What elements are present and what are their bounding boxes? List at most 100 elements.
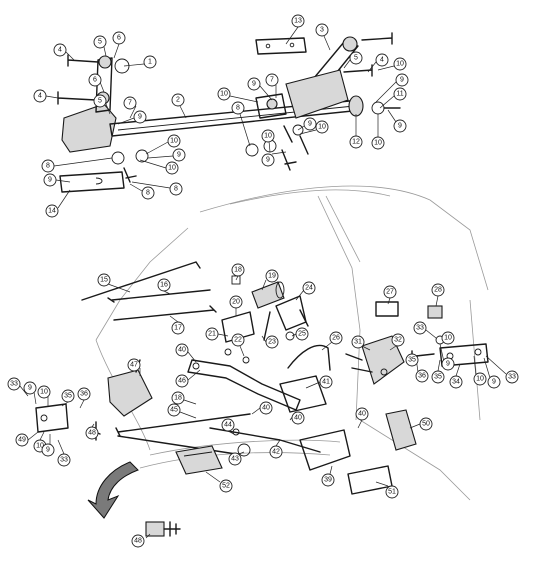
callout-circle <box>265 335 279 349</box>
lock-base-39 <box>299 429 351 471</box>
striker-bracket <box>439 343 489 367</box>
part-callout-1: 1 <box>143 55 157 69</box>
callout-circle <box>229 295 243 309</box>
leader-line-75 <box>27 431 39 441</box>
leader-line-63 <box>483 357 491 379</box>
part-callout-35: 35 <box>431 370 445 384</box>
lock-switch <box>375 301 399 317</box>
part-callout-33: 33 <box>57 453 71 467</box>
leader-line-81 <box>238 451 245 455</box>
callout-circle <box>383 285 397 299</box>
callout-circle <box>88 73 102 87</box>
leader-line-21 <box>297 125 305 131</box>
callout-label: 15 <box>100 277 108 284</box>
part-callout-20: 20 <box>229 295 243 309</box>
part-callout-21: 21 <box>205 327 219 341</box>
part-callout-3: 3 <box>315 23 329 37</box>
part-callout-31: 31 <box>351 335 365 349</box>
callout-label: 26 <box>332 335 340 342</box>
callout-label: 46 <box>178 378 186 385</box>
leader-line-88 <box>145 533 151 539</box>
part-callout-41: 41 <box>319 375 333 389</box>
part-callout-35: 35 <box>405 353 419 367</box>
callout-circle <box>219 479 233 493</box>
bracket-49 <box>35 403 69 433</box>
leader-line-0 <box>285 26 299 45</box>
part-callout-10: 10 <box>315 120 329 134</box>
callout-label: 9 <box>446 361 450 368</box>
callout-label: 10 <box>318 124 326 131</box>
release-cable <box>287 344 331 371</box>
part-callout-24: 24 <box>302 281 316 295</box>
part-callout-9: 9 <box>395 73 409 87</box>
leader-line-35 <box>129 183 143 192</box>
callout-circle <box>165 161 179 175</box>
part-callout-8: 8 <box>231 101 245 115</box>
part-callout-23: 23 <box>265 335 279 349</box>
callout-circle <box>419 417 433 431</box>
part-callout-34: 34 <box>449 375 463 389</box>
bracket-51 <box>347 465 393 495</box>
leader-line-45 <box>261 335 267 343</box>
leader-line-37 <box>261 279 267 291</box>
callout-circle <box>329 331 343 345</box>
leader-line-52 <box>389 345 397 351</box>
callout-circle <box>228 452 242 466</box>
part-callout-10: 10 <box>441 331 455 345</box>
callout-circle <box>57 453 71 467</box>
callout-label: 10 <box>396 61 404 68</box>
part-callout-14: 14 <box>45 204 59 218</box>
callout-label: 52 <box>222 483 230 490</box>
callout-circle <box>23 381 37 395</box>
callout-label: 10 <box>374 140 382 147</box>
leader-line-50 <box>425 329 437 339</box>
callout-label: 6 <box>117 35 121 42</box>
leader-line-2 <box>103 46 107 57</box>
part-callout-49: 49 <box>15 433 29 447</box>
callout-label: 5 <box>354 55 358 62</box>
callout-label: 11 <box>396 91 403 98</box>
leader-line-39 <box>107 283 131 293</box>
part-callout-4: 4 <box>375 53 389 67</box>
callout-label: 9 <box>308 121 312 128</box>
callout-circle <box>261 153 275 167</box>
callout-circle <box>167 134 181 148</box>
leader-line-18 <box>375 81 397 103</box>
callout-circle <box>349 51 363 65</box>
callout-circle <box>41 159 55 173</box>
callout-circle <box>231 333 245 347</box>
part-callout-33: 33 <box>505 370 519 384</box>
part-callout-9: 9 <box>247 77 261 91</box>
washer-left <box>114 58 130 74</box>
callout-label: 22 <box>234 337 242 344</box>
part-callout-10: 10 <box>371 136 385 150</box>
callout-label: 48 <box>134 538 142 545</box>
callout-label: 33 <box>10 381 18 388</box>
callout-label: 25 <box>298 331 306 338</box>
leader-line-11 <box>229 95 259 103</box>
part-callout-9: 9 <box>41 443 55 457</box>
part-callout-25: 25 <box>295 327 309 341</box>
callout-label: 10 <box>170 138 178 145</box>
callout-circle <box>291 411 305 425</box>
part-callout-28: 28 <box>431 283 445 297</box>
leader-line-28 <box>147 155 174 159</box>
leader-line-26 <box>145 141 169 155</box>
part-callout-36: 36 <box>77 387 91 401</box>
callout-circle <box>265 269 279 283</box>
callout-circle <box>295 327 309 341</box>
callout-circle <box>123 96 137 110</box>
part-callout-45: 45 <box>167 403 181 417</box>
callout-circle <box>41 443 55 457</box>
clip-43 <box>237 443 251 457</box>
leader-line-14 <box>323 35 331 51</box>
callout-circle <box>53 43 67 57</box>
callout-circle <box>431 283 445 297</box>
leader-line-16 <box>367 61 377 73</box>
callout-circle <box>43 173 57 187</box>
callout-label: 8 <box>46 163 50 170</box>
leader-line-73 <box>305 381 321 389</box>
leader-line-31 <box>53 157 113 167</box>
lock-rod-15 <box>81 261 201 301</box>
callout-label: 9 <box>48 177 52 184</box>
